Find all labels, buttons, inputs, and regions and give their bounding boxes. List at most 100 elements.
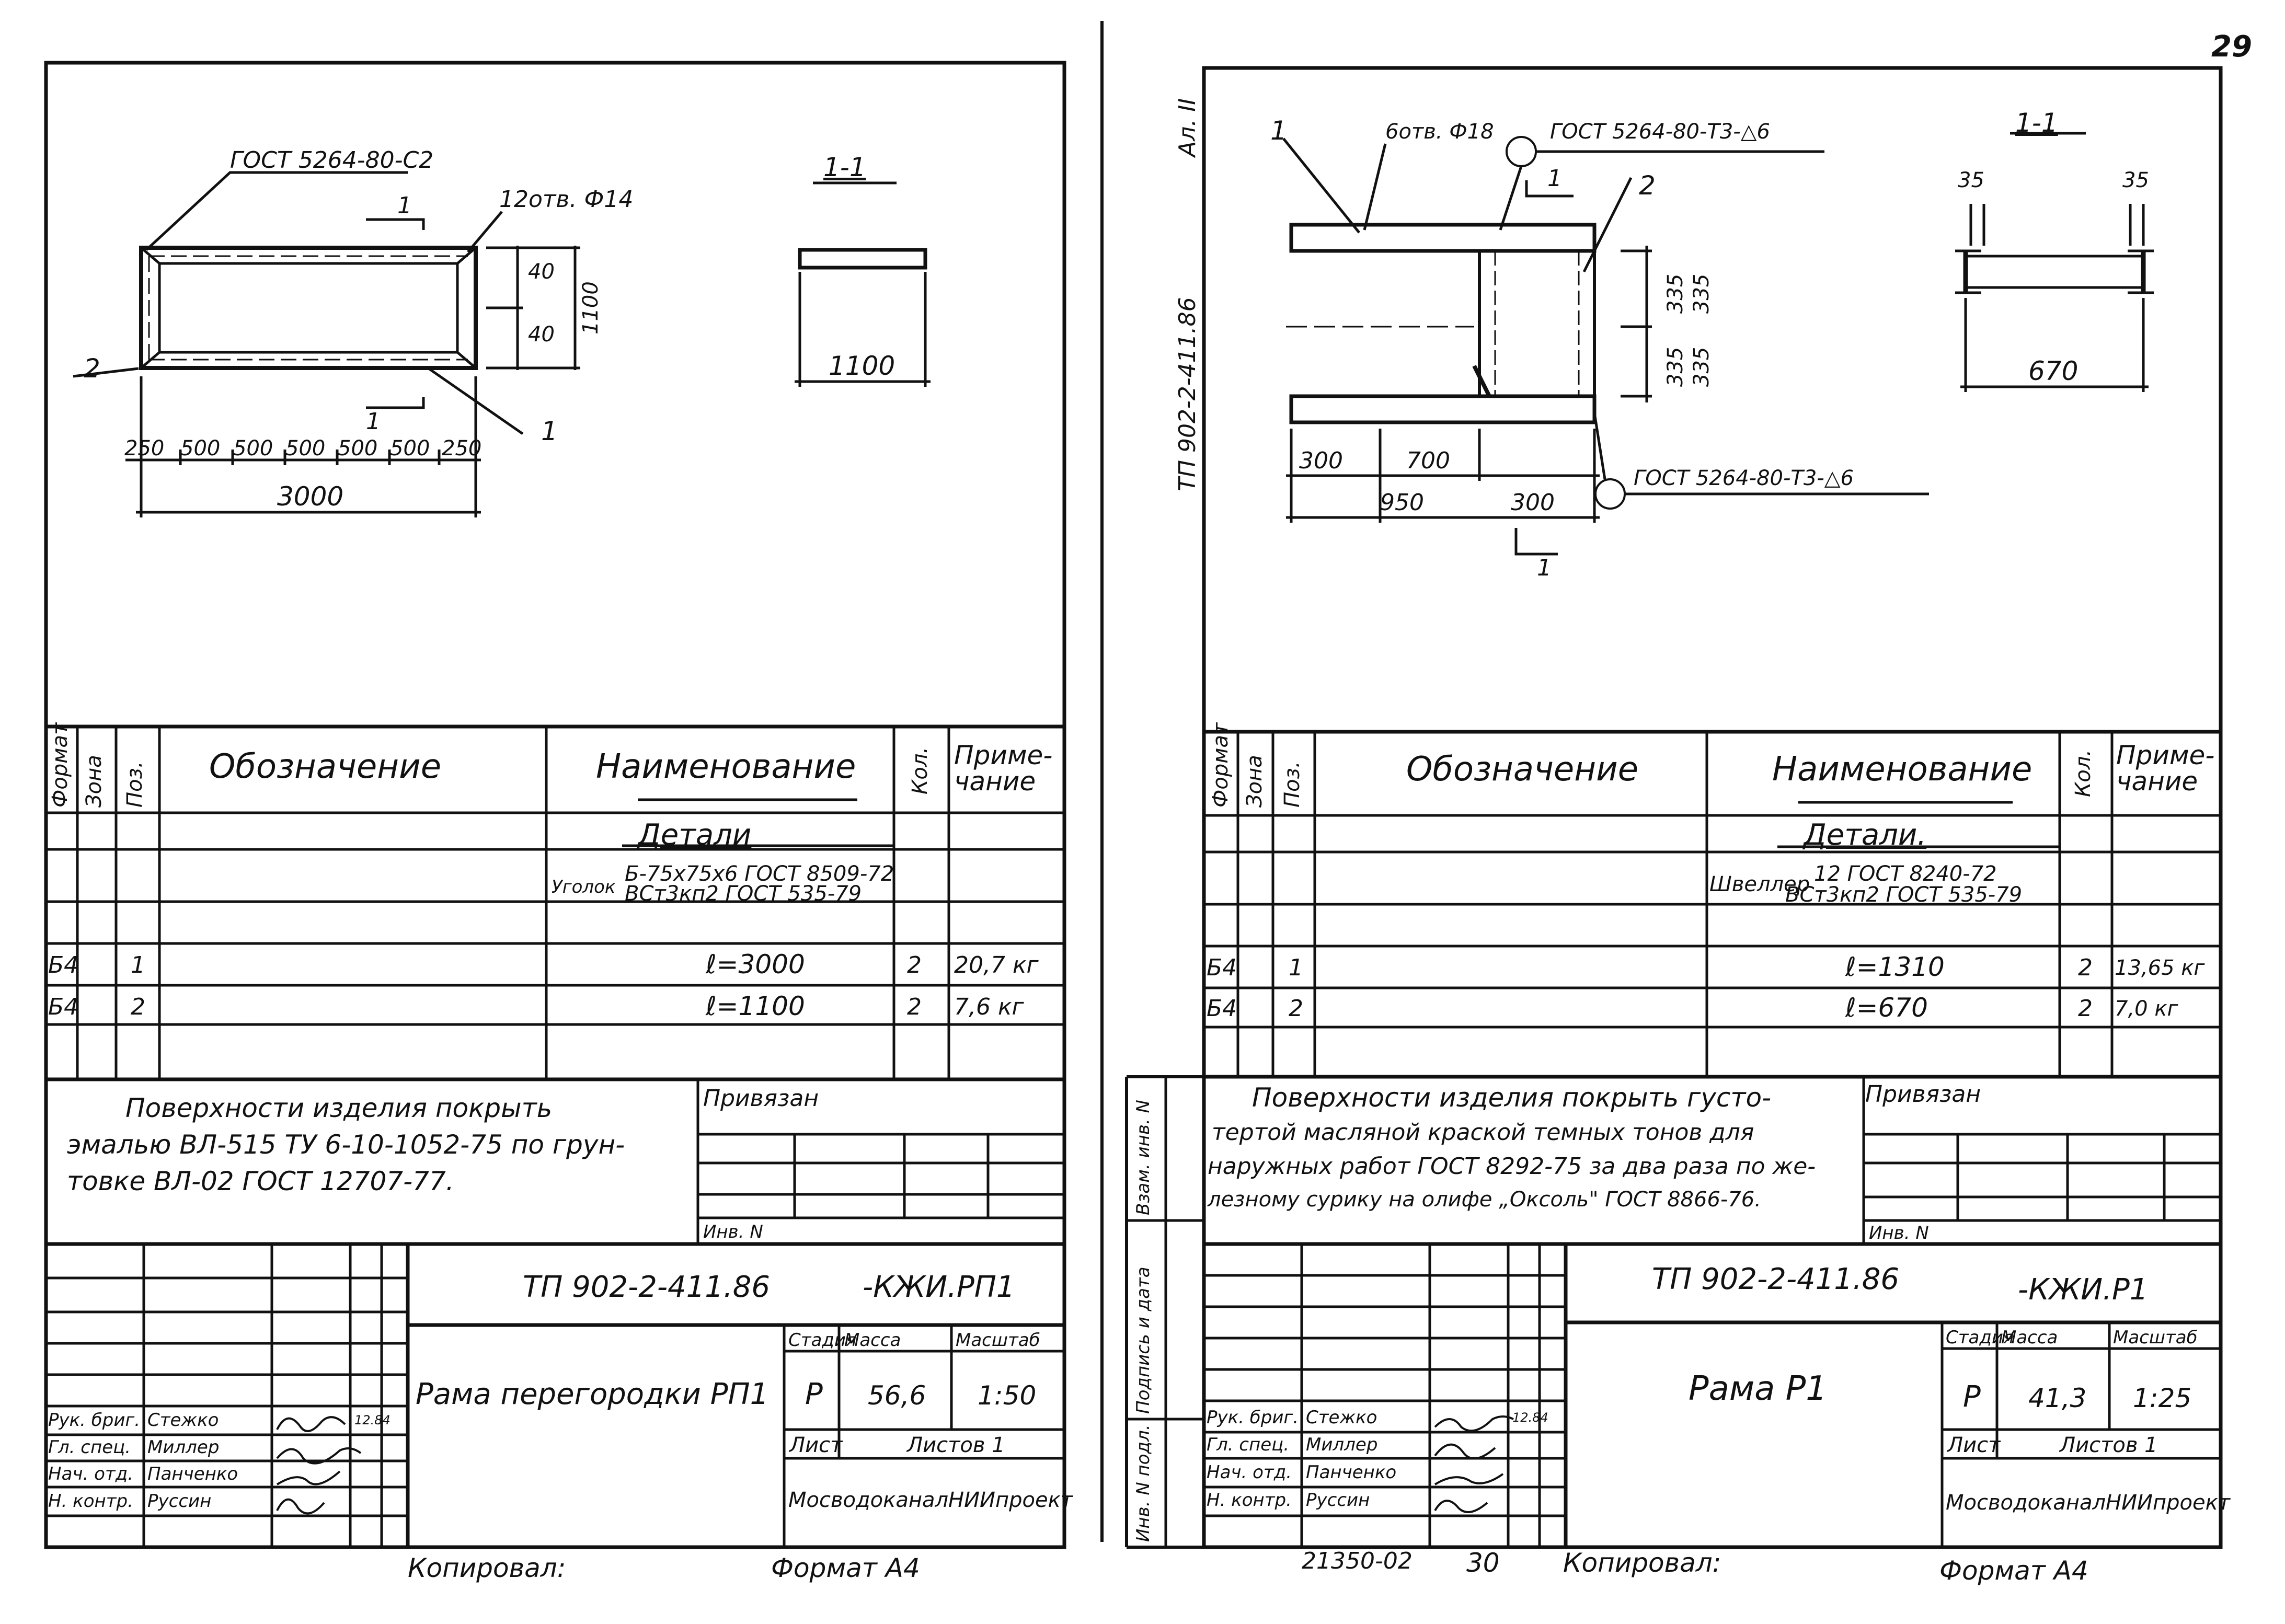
left-pos1-callout: 1 <box>541 416 558 446</box>
doc-number: 21350-02 <box>1302 1548 1413 1574</box>
right-pos2-callout: 2 <box>1639 170 1656 201</box>
right-note-line-4: лезному сурику на олифе „Оксоль" ГОСТ 88… <box>1208 1188 1761 1212</box>
right-person3-name: Панченко <box>1306 1462 1397 1483</box>
left-sheets-label: Листов 1 <box>907 1433 1005 1457</box>
right-holes-label: 6отв. Ф18 <box>1385 120 1494 144</box>
left-person4-role: Н. контр. <box>48 1491 133 1512</box>
left-title-code: -КЖИ.РП1 <box>863 1270 1015 1304</box>
left-spec-header-designation: Обозначение <box>209 747 442 786</box>
left-row1-note: 20,7 кг <box>954 952 1039 978</box>
right-sheets-label: Листов 1 <box>2060 1433 2158 1457</box>
left-dim-1100-vertical: 1100 <box>579 281 603 335</box>
right-profile-prefix: Швеллер <box>1709 872 1810 896</box>
right-person2-name: Миллер <box>1306 1434 1378 1455</box>
left-spec-header-name: Наименование <box>596 747 856 786</box>
right-section-mark: 1-1 <box>2015 108 2058 138</box>
left-row2-qty: 2 <box>907 994 922 1020</box>
left-row2-format: Б4 <box>48 994 79 1020</box>
left-scale-header: Масштаб <box>956 1330 1040 1351</box>
left-mass-header: Масса <box>844 1330 901 1351</box>
left-person1-name: Стежко <box>147 1410 219 1431</box>
left-scale-value: 1:50 <box>978 1380 1037 1411</box>
left-note-line-2: эмалью ВЛ-515 ТУ 6-10-1052-75 по грун- <box>67 1130 625 1160</box>
left-title-name: Рама перегородки РП1 <box>416 1377 769 1411</box>
side-label-vzam: Взам. инв. N <box>1133 1100 1154 1215</box>
right-dim-35-left: 35 <box>1958 168 1984 192</box>
left-dim-row-7: 250 <box>442 436 482 460</box>
right-row2-name: ℓ=670 <box>1845 993 1928 1023</box>
right-row1-qty: 2 <box>2078 954 2093 981</box>
right-dim-335-top: 335 <box>1663 273 1687 314</box>
left-row1-qty: 2 <box>907 952 922 978</box>
left-title-doc: ТП 902-2-411.86 <box>523 1270 770 1304</box>
right-stage-value: Р <box>1963 1380 1981 1414</box>
left-spec-section: Детали <box>638 818 752 852</box>
right-mass-value: 41,3 <box>2028 1383 2087 1413</box>
right-dim-300-a: 300 <box>1299 447 1343 474</box>
left-pos2-callout: 2 <box>84 353 100 384</box>
format-right: Формат А4 <box>1939 1556 2088 1586</box>
right-profile-top: 12 ГОСТ 8240-72 <box>1814 862 1997 886</box>
right-cut-mark-top: 1 <box>1547 165 1562 192</box>
left-note-line-1: Поверхности изделия покрыть <box>125 1093 553 1123</box>
left-privyazan: Привязан <box>703 1085 819 1112</box>
right-person1-name: Стежко <box>1306 1407 1377 1428</box>
album-label: Ал. II <box>1174 98 1201 157</box>
left-dim-row-5: 500 <box>338 436 378 460</box>
left-mass-value: 56,6 <box>868 1380 926 1411</box>
right-row2-qty: 2 <box>2078 995 2093 1022</box>
left-dim-row-2: 500 <box>180 436 221 460</box>
copied-by-right: Копировал: <box>1563 1548 1721 1578</box>
right-inv-number: Инв. N <box>1869 1223 1929 1243</box>
right-row1-format: Б4 <box>1207 954 1237 981</box>
page-number: 29 <box>2211 30 2252 64</box>
left-stage-header: Стадия <box>788 1330 857 1351</box>
right-spec-header-zone: Зона <box>1243 755 1267 808</box>
right-title-code: -КЖИ.Р1 <box>2018 1273 2149 1307</box>
left-dim-40-bottom: 40 <box>528 323 555 347</box>
left-row2-note: 7,6 кг <box>954 994 1024 1020</box>
side-label-signature-date: Подпись и дата <box>1133 1266 1154 1414</box>
right-spec-header-note: Приме-чание <box>2116 740 2215 797</box>
left-spec-header-qty: Кол. <box>908 746 932 794</box>
left-note-line-3: товке ВЛ-02 ГОСТ 12707-77. <box>67 1166 454 1196</box>
right-spec-header-name: Наименование <box>1772 750 2033 789</box>
left-row2-name: ℓ=1100 <box>706 991 805 1021</box>
right-gost-bottom: ГОСТ 5264-80-Т3-△6 <box>1634 466 1854 490</box>
right-cut-mark-bottom: 1 <box>1537 555 1552 581</box>
right-pos1-callout-top: 1 <box>1270 116 1287 146</box>
copied-by-left: Копировал: <box>408 1553 566 1583</box>
right-row1-name: ℓ=1310 <box>1845 952 1945 982</box>
left-cut-mark-bottom: 1 <box>366 408 381 435</box>
right-dim-950: 950 <box>1380 489 1424 516</box>
left-row1-name: ℓ=3000 <box>706 949 805 980</box>
right-scale-header: Масштаб <box>2113 1327 2198 1348</box>
left-profile-top: Б-75х75х6 ГОСТ 8509-72 <box>625 862 894 886</box>
left-profile-bottom: ВСт3кп2 ГОСТ 535-79 <box>625 882 862 906</box>
side-doc-label: ТП 902-2-411.86 <box>1174 297 1201 491</box>
right-dim-335-top-b: 335 <box>1690 273 1714 314</box>
left-holes-label: 12отв. Ф14 <box>499 186 634 213</box>
left-person2-role: Гл. спец. <box>48 1437 131 1458</box>
right-spec-section: Детали. <box>1804 818 1927 852</box>
left-person4-name: Руссин <box>147 1491 212 1512</box>
left-dim-row-3: 500 <box>233 436 273 460</box>
right-spec-header-designation: Обозначение <box>1406 750 1639 789</box>
left-spec-header-note: Приме-чание <box>954 740 1053 797</box>
left-row1-pos: 1 <box>131 952 145 978</box>
left-spec-header-format: Формат <box>48 722 72 808</box>
left-person3-name: Панченко <box>147 1464 238 1484</box>
right-person4-name: Руссин <box>1306 1490 1370 1511</box>
right-dim-300-b: 300 <box>1511 489 1555 516</box>
left-spec-header-pos: Поз. <box>123 761 147 808</box>
right-spec-header-format: Формат <box>1209 722 1233 808</box>
left-section-mark: 1-1 <box>823 152 866 182</box>
left-person1-role: Рук. бриг. <box>48 1410 141 1431</box>
left-dim-total: 3000 <box>277 481 344 512</box>
right-mass-header: Масса <box>2001 1327 2058 1348</box>
right-row2-note: 7,0 кг <box>2115 997 2178 1021</box>
left-organization: МосводоканалНИИпроект <box>788 1488 1073 1512</box>
right-person2-role: Гл. спец. <box>1207 1434 1290 1455</box>
format-left: Формат А4 <box>771 1553 920 1583</box>
